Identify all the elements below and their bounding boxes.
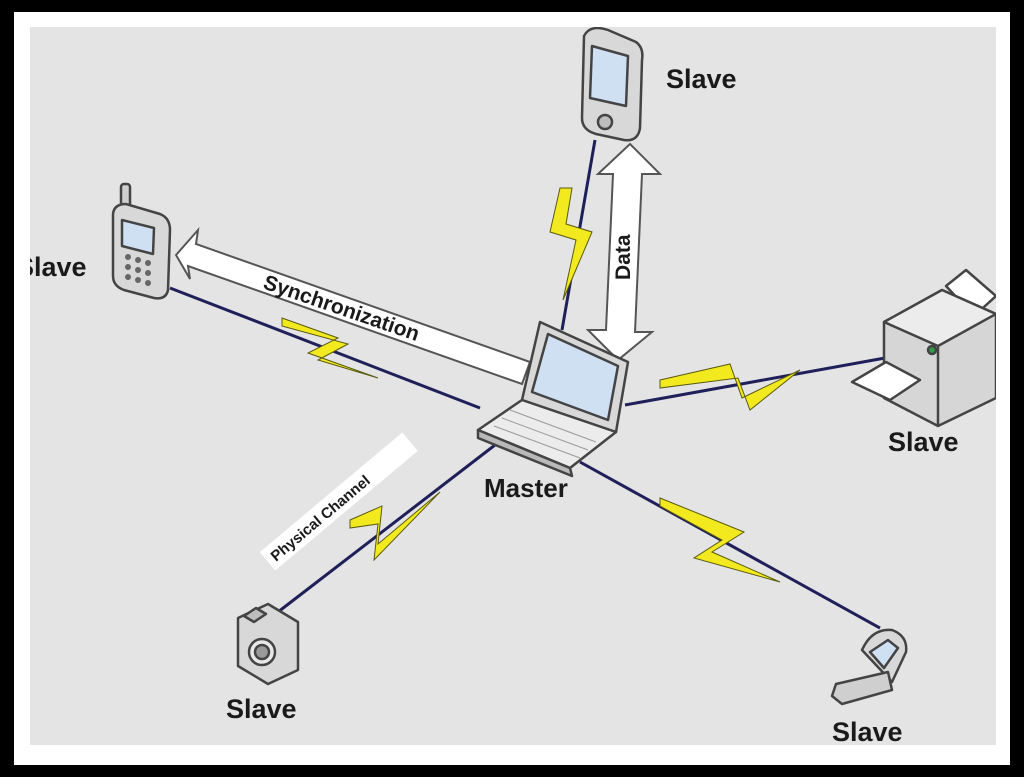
printer-icon (850, 268, 996, 428)
camera-icon (236, 602, 300, 686)
slave-label-flip-phone: Slave (832, 717, 903, 747)
link-master-camera (277, 443, 496, 614)
lightning-bolts (281, 187, 801, 583)
pda-icon (580, 27, 644, 142)
slave-label-printer: Slave (888, 427, 959, 457)
slave-label-cellphone: Slave (16, 252, 87, 282)
lightning-camera (349, 491, 441, 562)
data-label: Data (612, 234, 635, 280)
diagram-background (30, 27, 996, 745)
slave-label-pda: Slave (666, 64, 737, 94)
synchronization-arrow (174, 226, 532, 386)
slave-label-camera: Slave (226, 694, 297, 724)
link-master-printer (624, 356, 886, 407)
lightning-cellphone (281, 317, 379, 379)
link-master-flip-phone (579, 460, 881, 630)
lightning-printer (659, 363, 801, 411)
lightning-flip-phone (659, 497, 781, 583)
lightning-pda (549, 187, 593, 301)
flip-phone-icon (830, 628, 908, 706)
master-label: Master (484, 473, 568, 503)
cellphone-icon (111, 182, 172, 300)
laptop-icon (476, 320, 630, 478)
